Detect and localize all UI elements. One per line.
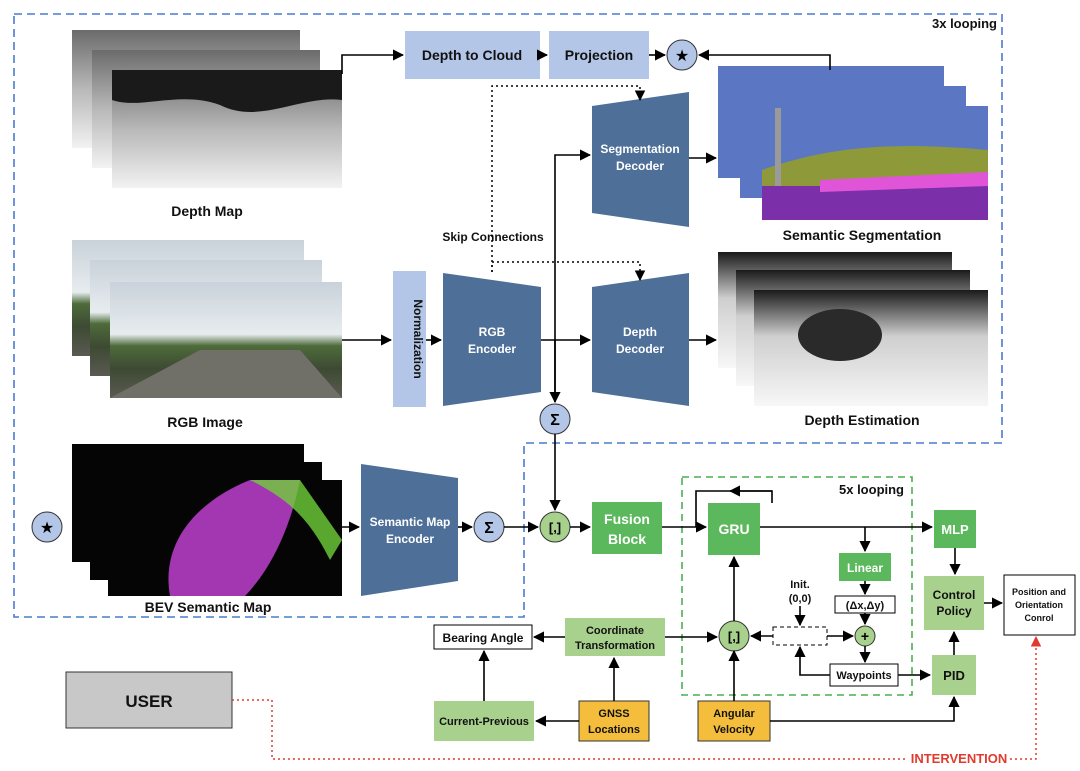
depth-decoder-shape: [592, 273, 689, 406]
bearing-angle-label: Bearing Angle: [443, 631, 524, 645]
star-node: [666, 39, 698, 71]
depth-estimation-label: Depth Estimation: [804, 412, 919, 428]
skip-connection-lines: [491, 85, 646, 282]
star-input-node: [31, 511, 63, 543]
position-control-label-3: Conrol: [1025, 613, 1054, 623]
semantic-segmentation-label: Semantic Segmentation: [783, 227, 942, 243]
mlp-label: MLP: [941, 522, 969, 537]
angular-velocity-label-2: Velocity: [713, 724, 755, 736]
segmentation-decoder-label-2: Decoder: [616, 159, 664, 173]
control-policy-label-2: Policy: [936, 604, 972, 618]
sigma-node-bev-symbol: Σ: [484, 520, 494, 537]
semantic-map-encoder-label-2: Encoder: [386, 532, 434, 546]
plus-node-symbol: +: [861, 628, 869, 644]
pid-box: [932, 655, 976, 695]
linear-box: [839, 553, 891, 581]
gnss-label-1: GNSS: [598, 708, 629, 720]
star-node-symbol: ★: [675, 48, 689, 65]
concat-node-control-symbol: [,]: [728, 629, 740, 644]
segmentation-decoder-shape: [592, 92, 689, 227]
user-box: [65, 671, 233, 729]
intervention-line: [232, 635, 1042, 760]
skip-connections-label: Skip Connections: [442, 230, 544, 244]
gru-box: [708, 503, 760, 555]
init-label-1: Init.: [790, 579, 810, 591]
rgb-encoder-shape: [443, 273, 541, 406]
segmentation-decoder-label-1: Segmentation: [600, 142, 679, 156]
bev-map-label: BEV Semantic Map: [145, 599, 272, 615]
position-orientation-control-box: [1003, 574, 1076, 636]
rgb-encoder-label-1: RGB: [479, 325, 506, 339]
init-dashed-box: [772, 626, 828, 646]
bearing-angle-box: [433, 624, 533, 650]
projection-label: Projection: [565, 47, 633, 63]
control-policy-box: [924, 576, 984, 630]
semantic-segmentation-stack: [718, 66, 988, 220]
intervention-label: INTERVENTION: [911, 751, 1008, 766]
depth-to-cloud-label: Depth to Cloud: [422, 47, 522, 63]
rgb-image-label: RGB Image: [167, 414, 243, 430]
connectors: [341, 49, 1004, 727]
semantic-map-encoder-label-1: Semantic Map: [370, 515, 451, 529]
gru-label: GRU: [718, 521, 749, 537]
pid-label: PID: [943, 668, 965, 683]
rgb-encoder-label-2: Encoder: [468, 342, 516, 356]
position-control-label-2: Orientation: [1015, 600, 1063, 610]
depth-map-image-stack: [72, 30, 342, 188]
semantic-map-encoder-shape: [361, 464, 458, 596]
fusion-block-label-2: Block: [608, 531, 646, 547]
init-label-2: (0,0): [789, 593, 812, 605]
fusion-block-box: [592, 502, 662, 554]
depth-decoder-label-2: Decoder: [616, 342, 664, 356]
control-policy-label-1: Control: [933, 588, 976, 602]
perception-loop-region: [13, 13, 1003, 618]
perception-loop-label: 3x looping: [932, 16, 997, 31]
sigma-node-perception-symbol: Σ: [550, 412, 560, 429]
bev-map-stack: [72, 444, 342, 596]
control-loop-region: [681, 476, 913, 696]
fusion-block-label-1: Fusion: [604, 511, 650, 527]
star-input-symbol: ★: [40, 520, 54, 537]
angular-velocity-label-1: Angular: [713, 708, 755, 720]
current-previous-label: Current-Previous: [439, 716, 529, 728]
normalization-box: [393, 271, 426, 407]
user-label: USER: [125, 692, 172, 711]
waypoints-label: Waypoints: [836, 670, 891, 682]
coordinate-transformation-box: [565, 618, 665, 656]
normalization-label: Normalization: [411, 299, 425, 378]
projection-box: [549, 31, 649, 79]
coordinate-transformation-label-1: Coordinate: [586, 625, 644, 637]
depth-map-label: Depth Map: [171, 203, 243, 219]
depth-to-cloud-box: [405, 31, 540, 79]
linear-label: Linear: [847, 561, 883, 575]
rgb-image-stack: [72, 240, 342, 398]
position-control-label-1: Position and: [1012, 587, 1066, 597]
depth-decoder-label-1: Depth: [623, 325, 657, 339]
delta-label: (Δx,Δy): [846, 600, 885, 612]
depth-estimation-stack: [718, 252, 988, 406]
concat-node-fusion-symbol: [,]: [549, 520, 561, 535]
gnss-label-2: Locations: [588, 724, 640, 736]
coordinate-transformation-label-2: Transformation: [575, 640, 655, 652]
mlp-box: [934, 510, 976, 548]
control-loop-label: 5x looping: [839, 482, 904, 497]
current-previous-box: [434, 701, 534, 741]
